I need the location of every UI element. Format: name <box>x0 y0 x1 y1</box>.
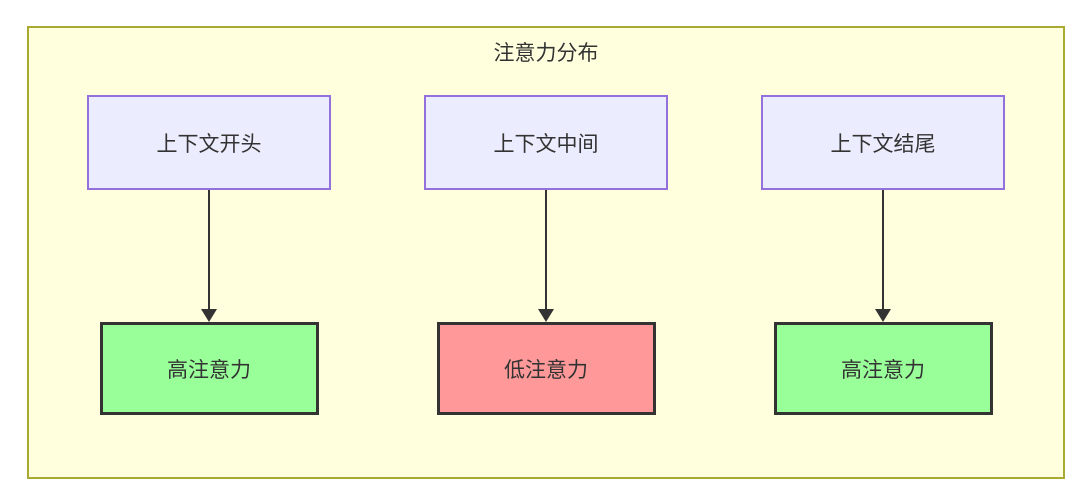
arrow-shaft <box>882 190 884 310</box>
arrow-connector <box>875 190 891 322</box>
node-high-attention-1-label: 高注意力 <box>167 358 251 382</box>
arrow-shaft <box>545 190 547 310</box>
node-high-attention-2-label: 高注意力 <box>841 358 925 382</box>
node-context-end: 上下文结尾 <box>761 95 1005 190</box>
arrowhead-icon <box>201 309 217 322</box>
flow-column-middle: 上下文中间 低注意力 <box>424 95 668 415</box>
node-high-attention-2: 高注意力 <box>773 322 993 415</box>
arrow-connector <box>201 190 217 322</box>
arrowhead-icon <box>538 309 554 322</box>
arrow-connector <box>538 190 554 322</box>
node-low-attention: 低注意力 <box>436 322 656 415</box>
node-low-attention-label: 低注意力 <box>504 358 588 382</box>
node-context-middle-label: 上下文中间 <box>493 132 599 156</box>
arrowhead-icon <box>875 309 891 322</box>
arrow-shaft <box>208 190 210 310</box>
node-context-middle: 上下文中间 <box>424 95 668 190</box>
node-context-start: 上下文开头 <box>87 95 331 190</box>
flow-column-start: 上下文开头 高注意力 <box>87 95 331 415</box>
flow-columns: 上下文开头 高注意力 上下文中间 低注意力 上下文结 <box>29 95 1063 415</box>
flow-column-end: 上下文结尾 高注意力 <box>761 95 1005 415</box>
node-context-start-label: 上下文开头 <box>156 132 262 156</box>
node-context-end-label: 上下文结尾 <box>830 132 936 156</box>
subgraph-container: 注意力分布 上下文开头 高注意力 上下文中间 低注意力 <box>27 26 1065 479</box>
diagram-title: 注意力分布 <box>493 42 599 65</box>
node-high-attention-1: 高注意力 <box>99 322 319 415</box>
